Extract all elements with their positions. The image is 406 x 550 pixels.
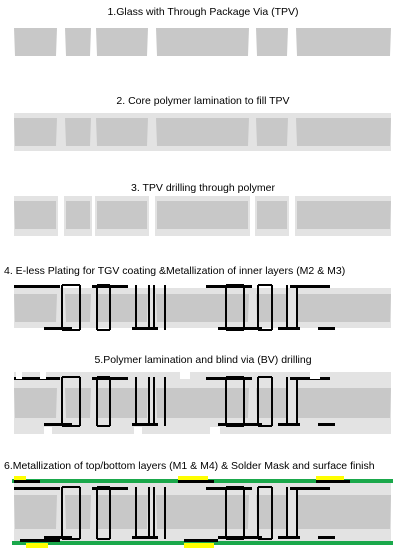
step1-glass-segment xyxy=(156,28,249,56)
step5-glass-segment xyxy=(296,388,391,418)
step3-glass-segment xyxy=(296,201,391,229)
step5-glass-segment xyxy=(14,388,57,418)
step6-glass-segment xyxy=(65,495,91,529)
step4-bottom-metal-pad xyxy=(132,327,158,330)
step6-top-metal-pad xyxy=(14,487,60,490)
step1-glass-segment xyxy=(65,28,91,56)
step-1-title: 1.Glass with Through Package Via (TPV) xyxy=(107,6,299,18)
step6-surface-finish-pad xyxy=(184,543,214,548)
step3-glass-segment xyxy=(14,201,57,229)
step6-m4-pad xyxy=(184,539,218,542)
step-5-title: 5.Polymer lamination and blind via (BV) … xyxy=(94,354,312,366)
step4-glass-segment xyxy=(14,294,57,322)
step3-via-liner xyxy=(56,196,58,236)
step6-m1-pad xyxy=(14,480,40,483)
step5-glass-segment xyxy=(156,388,249,418)
step6-top-metal-pad xyxy=(206,487,252,490)
step6-bottom-metal-pad xyxy=(132,536,158,539)
step-4-title: 4. E-less Plating for TGV coating &Metal… xyxy=(4,265,346,277)
step4-glass-segment xyxy=(65,294,91,322)
step6-glass-segment xyxy=(96,495,148,529)
step3-drilled-via xyxy=(250,196,255,236)
step1-glass-segment xyxy=(256,28,288,56)
step6-m1-pad xyxy=(316,480,350,483)
step6-glass-segment xyxy=(296,495,391,529)
step2-glass-segment xyxy=(156,118,249,146)
step5-bottom-metal-pad xyxy=(278,423,300,426)
step3-glass-segment xyxy=(65,201,91,229)
step5-bottom-metal-pad xyxy=(44,423,72,426)
step4-bottom-metal-pad xyxy=(278,327,300,330)
step6-glass-segment xyxy=(14,495,57,529)
step1-glass-segment xyxy=(14,28,57,56)
step6-bottom-metal-pad xyxy=(318,536,335,539)
step2-glass-segment xyxy=(14,118,57,146)
step5-blind-via xyxy=(210,427,220,434)
step4-bottom-metal-pad xyxy=(318,327,335,330)
step5-blind-via xyxy=(134,427,142,434)
step6-top-metal-pad xyxy=(290,487,330,490)
step5-blind-via xyxy=(44,427,52,434)
step3-drilled-via xyxy=(92,196,95,236)
step6-bottom-metal-pad xyxy=(218,536,262,539)
step4-glass-segment xyxy=(156,294,249,322)
step4-glass-segment xyxy=(96,294,148,322)
step5-glass-segment xyxy=(65,388,91,418)
step3-via-liner xyxy=(95,196,97,236)
step3-glass-segment xyxy=(156,201,249,229)
step6-surface-finish-pad xyxy=(316,476,344,480)
step-2-title: 2. Core polymer lamination to fill TPV xyxy=(116,95,290,107)
step3-glass-segment xyxy=(96,201,148,229)
step3-via-liner xyxy=(248,196,250,236)
step1-glass-segment xyxy=(96,28,148,56)
step6-m1-pad xyxy=(178,480,214,483)
step3-via-liner xyxy=(90,196,92,236)
step3-via-liner xyxy=(64,196,66,236)
step5-bottom-metal-pad xyxy=(318,423,335,426)
step6-glass-segment xyxy=(156,495,249,529)
step3-glass-segment xyxy=(256,201,288,229)
step5-bottom-metal-pad xyxy=(218,423,262,426)
step3-via-liner xyxy=(155,196,157,236)
step3-drilled-via xyxy=(289,196,295,236)
step4-top-metal-pad xyxy=(14,285,60,288)
step5-bottom-metal-pad xyxy=(132,423,158,426)
step5-top-metal-pad xyxy=(14,377,60,380)
step2-glass-segment xyxy=(96,118,148,146)
step5-blind-via xyxy=(310,372,320,379)
step5-top-metal-pad xyxy=(206,377,252,380)
step2-glass-segment xyxy=(296,118,391,146)
step3-drilled-via xyxy=(58,196,64,236)
step6-bottom-metal-pad xyxy=(44,536,72,539)
step5-blind-via xyxy=(40,372,46,379)
step2-glass-segment xyxy=(256,118,288,146)
step4-glass-segment xyxy=(296,294,391,322)
step3-via-liner xyxy=(287,196,289,236)
step5-blind-via xyxy=(180,372,190,379)
step6-surface-finish-pad xyxy=(178,476,208,480)
step6-surface-finish-pad xyxy=(26,543,48,548)
step5-blind-via xyxy=(16,372,22,379)
step-6-title: 6.Metallization of top/bottom layers (M1… xyxy=(4,460,375,472)
step5-glass-segment xyxy=(96,388,148,418)
step4-top-metal-pad xyxy=(290,285,330,288)
step1-glass-segment xyxy=(296,28,391,56)
step4-bottom-metal-pad xyxy=(44,327,72,330)
step4-top-metal-pad xyxy=(206,285,252,288)
step3-via-liner xyxy=(295,196,297,236)
step6-surface-finish-pad xyxy=(14,476,26,480)
step-3-title: 3. TPV drilling through polymer xyxy=(131,182,275,194)
step6-m4-pad xyxy=(20,539,60,542)
step3-via-liner xyxy=(147,196,149,236)
step6-bottom-metal-pad xyxy=(278,536,300,539)
step2-glass-segment xyxy=(65,118,91,146)
step3-drilled-via xyxy=(149,196,155,236)
step3-via-liner xyxy=(255,196,257,236)
step4-bottom-metal-pad xyxy=(218,327,262,330)
